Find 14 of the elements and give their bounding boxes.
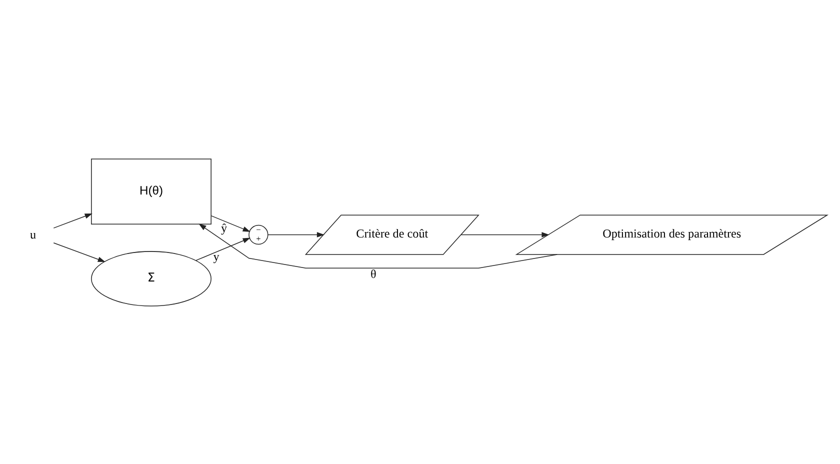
arrow	[460, 232, 550, 237]
edge-label: θ	[370, 266, 376, 280]
edge-label: ŷ	[221, 220, 228, 235]
node-box: H(θ)	[91, 158, 212, 224]
node-ellipse: Σ	[91, 250, 212, 306]
arrow	[198, 223, 558, 268]
arrow	[210, 214, 250, 232]
node-text: u	[30, 226, 36, 241]
arrow	[53, 242, 106, 262]
edge-label: y	[213, 248, 220, 263]
node-circle: − +	[248, 224, 268, 244]
arrow	[53, 212, 92, 228]
arrow	[196, 237, 250, 260]
arrow	[268, 232, 325, 237]
